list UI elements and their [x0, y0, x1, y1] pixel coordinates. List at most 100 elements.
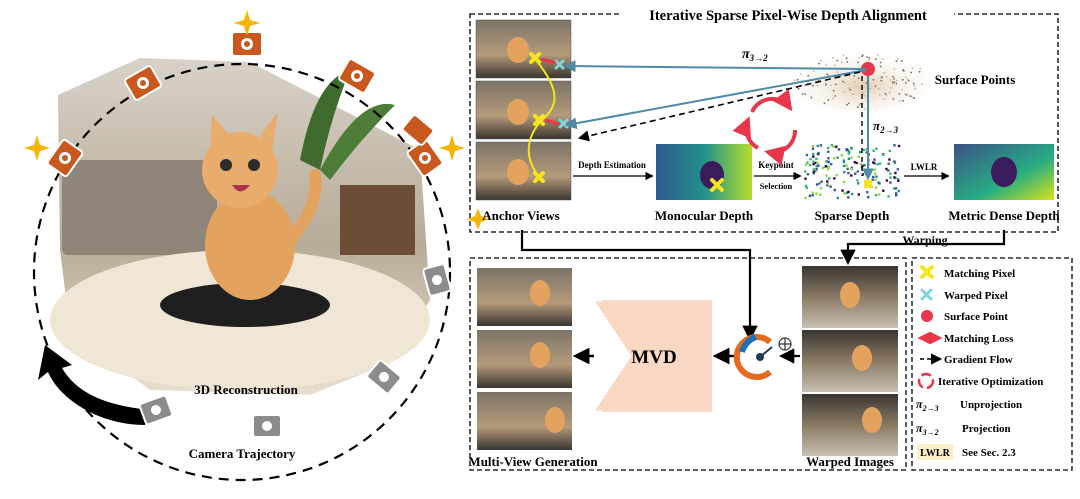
sparse-depth-dot [825, 160, 828, 163]
sparse-depth-dot [837, 148, 841, 151]
sparse-depth-dot [816, 183, 819, 186]
pi-symbol: π3→2 [916, 421, 939, 437]
surface-point-dot [793, 79, 796, 82]
surface-point-dot [810, 95, 813, 98]
surface-point-dot [866, 56, 868, 58]
warping-label: Warping [902, 233, 947, 247]
plant [300, 70, 350, 170]
surface-point-dot [848, 87, 850, 89]
surface-point-dot [825, 63, 827, 66]
sparse-depth-dot [819, 144, 823, 147]
sparse-depth-dot [809, 157, 812, 161]
surface-point-dot [868, 57, 871, 59]
surface-point-dot [895, 79, 898, 82]
surface-point-dot [884, 92, 887, 95]
sparse-depth-dot [882, 153, 885, 156]
surface-point-dot [891, 81, 894, 84]
surface-point-dot [869, 87, 871, 90]
legend-item: LWLR See Sec. 2.3 [917, 444, 1016, 460]
surface-point-dot [885, 94, 888, 97]
sparse-depth-dot [856, 179, 859, 182]
frozen-icon [778, 337, 792, 351]
monocular-depth-label: Monocular Depth [655, 208, 754, 223]
legend-item: Matching Pixel [920, 265, 1015, 280]
sparse-depth-dot [835, 174, 838, 177]
sparse-depth-dot [874, 193, 878, 197]
surface-point-dot [893, 78, 895, 80]
surface-point-dot [827, 99, 830, 101]
sparse-depth-dot [842, 159, 845, 162]
sparse-depth-dot [845, 191, 849, 195]
matching-loss-icon [540, 57, 560, 126]
selection-label: Selection [760, 181, 793, 191]
surface-point-dot [893, 81, 896, 84]
surface-point-dot [880, 79, 883, 82]
surface-point-dot [913, 84, 916, 87]
sparse-depth-dot [850, 192, 854, 196]
anchor-views-label: Anchor Views [482, 208, 559, 223]
sparse-depth-dot [845, 148, 848, 151]
sparse-depth-dot [872, 149, 875, 152]
sparse-depth-dot [804, 170, 807, 173]
sparse-depth-dot [850, 174, 853, 177]
surface-point-dot [904, 76, 907, 79]
legend-item: Matching Loss [917, 331, 1014, 345]
sparse-depth-dot [873, 158, 876, 161]
lwlr-label: LWLR [911, 162, 938, 172]
sparse-depth-dot [847, 196, 850, 199]
surface-point-dot [801, 93, 804, 95]
surface-point-dot [901, 88, 903, 91]
surface-point-dot [901, 78, 904, 81]
surface-point-dot [842, 54, 845, 57]
svg-text:Warped Pixel: Warped Pixel [944, 290, 1008, 302]
surface-point-dot [893, 68, 896, 71]
camera-icon [422, 263, 452, 297]
surface-point-dot [876, 54, 879, 56]
sparse-depth-dot [873, 162, 876, 165]
cycle-arrows-icon [732, 89, 798, 166]
surface-point-dot [864, 94, 867, 97]
sparse-depth-dot [893, 160, 896, 163]
surface-point-dot [879, 76, 882, 79]
sparse-depth-dot [859, 151, 862, 154]
surface-point-dot [803, 84, 806, 87]
legend-item: π3→2 Projection [916, 421, 1011, 437]
sparse-depth-dot [874, 178, 877, 181]
sparse-depth-dot [897, 179, 900, 182]
legend-item: Warped Pixel [920, 288, 1008, 302]
surface-point-dot [836, 71, 839, 74]
surface-point-dot [820, 59, 822, 62]
surface-point-dot [895, 60, 898, 63]
sparse-depth-dot [872, 161, 875, 164]
surface-point-dot [909, 95, 912, 98]
depth-estimation-label: Depth Estimation [578, 160, 646, 170]
sparse-depth-dot [867, 195, 870, 199]
surface-point-dot [867, 59, 870, 61]
projection-arrow [564, 69, 867, 130]
surface-points-label: Surface Points [935, 72, 1016, 87]
projection-symbol: π3→2 [742, 47, 768, 63]
sparse-depth-dot [876, 163, 879, 166]
sparse-depth-dot [817, 151, 820, 155]
surface-point-dot [878, 93, 881, 96]
surface-point-dot [888, 91, 891, 94]
surface-point-dot [829, 84, 832, 87]
sparse-depth-dot [873, 168, 877, 171]
sparse-depth-dot [805, 186, 808, 189]
surface-point-dot [799, 73, 802, 75]
legend-item: Surface Point [921, 310, 1008, 323]
surface-point-dot [861, 54, 864, 57]
sparse-depth-dot [847, 152, 850, 155]
surface-point-dot [813, 70, 815, 73]
legend-item: π2→3 Unprojection [916, 397, 1022, 413]
sparse-depth-dot [811, 147, 815, 151]
camera-icon [124, 65, 162, 101]
sparse-depth-dot [804, 163, 808, 166]
camera-icon [366, 359, 402, 395]
surface-point-dot [883, 71, 886, 74]
sparse-depth-dot [856, 170, 860, 173]
surface-point-dot [881, 76, 883, 79]
svg-text:Matching Pixel: Matching Pixel [944, 268, 1015, 280]
surface-point-dot [892, 83, 894, 85]
reconstruction-label: 3D Reconstruction [194, 382, 298, 397]
